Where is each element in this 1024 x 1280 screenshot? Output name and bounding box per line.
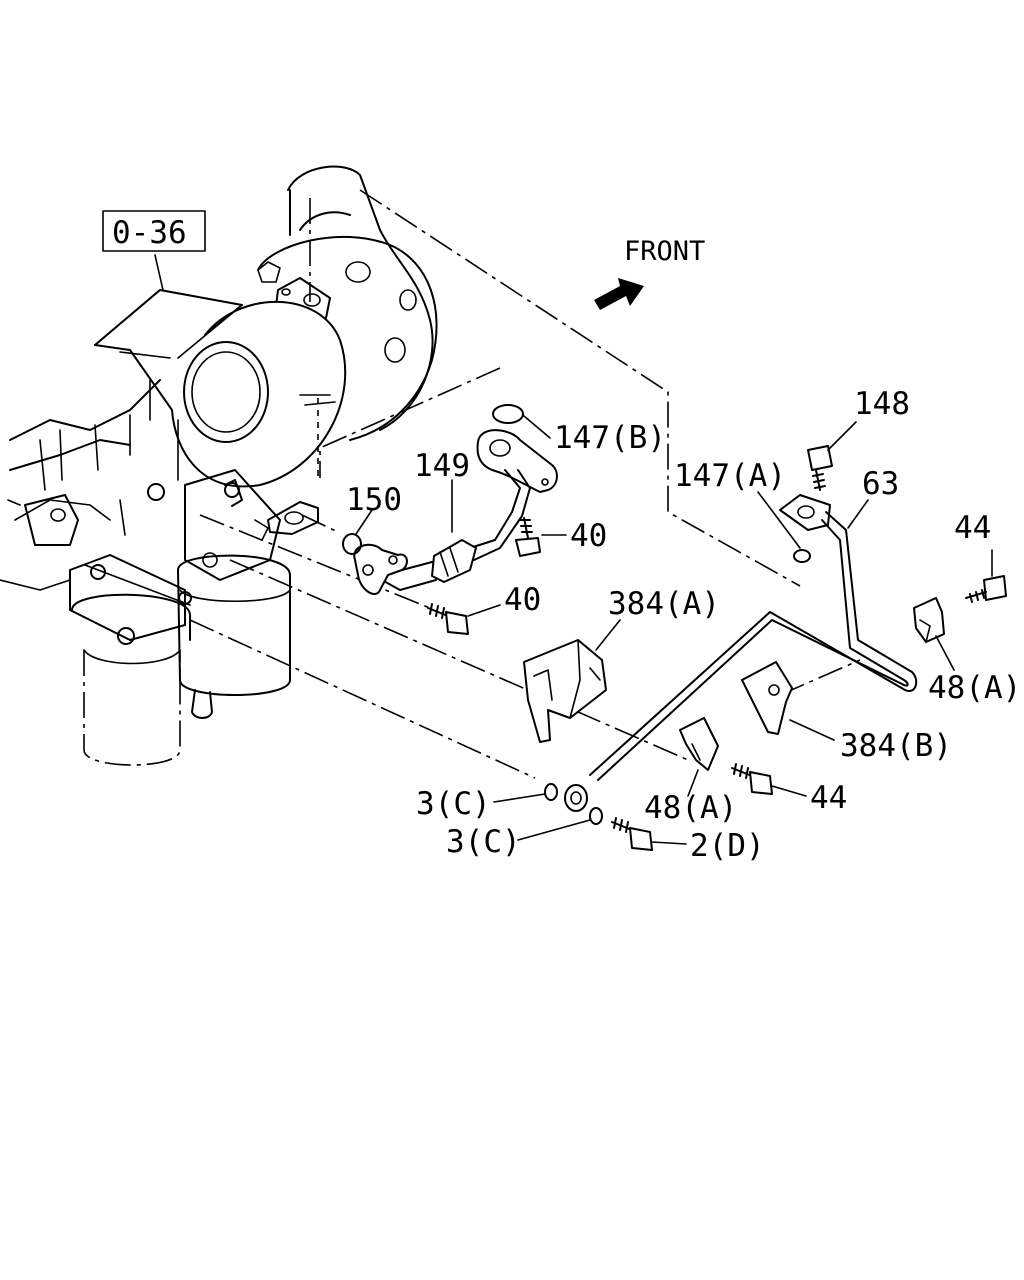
front-arrow-icon bbox=[594, 278, 644, 310]
callout-63: 63 bbox=[862, 466, 899, 502]
engine-block bbox=[0, 379, 179, 591]
bracket-384a[interactable] bbox=[523, 639, 607, 743]
reference-box-label: 0-36 bbox=[112, 215, 187, 251]
bracket-384b[interactable] bbox=[741, 661, 793, 735]
bolt-148[interactable] bbox=[807, 445, 833, 491]
clamp-48a-lower[interactable] bbox=[679, 717, 719, 771]
callout-2d: 2(D) bbox=[690, 828, 765, 864]
washer-3c-upper[interactable] bbox=[544, 783, 558, 801]
callout-40-lower: 40 bbox=[504, 582, 541, 618]
callout-labels: 148 147(B) 147(A) 149 150 63 44 40 40 38… bbox=[346, 386, 1021, 864]
oil-pipe-63[interactable] bbox=[564, 494, 918, 812]
callout-150: 150 bbox=[346, 482, 402, 518]
callout-48a-lower: 48(A) bbox=[644, 790, 737, 826]
callout-3c-upper: 3(C) bbox=[416, 786, 491, 822]
o-ring-147b[interactable] bbox=[492, 404, 524, 424]
bolt-44-lower[interactable] bbox=[731, 763, 773, 795]
oil-filter-assembly bbox=[69, 469, 291, 766]
bolt-40-lower[interactable] bbox=[427, 603, 469, 635]
callout-44-top: 44 bbox=[954, 510, 991, 546]
o-ring-147a[interactable] bbox=[793, 549, 811, 563]
turbocharger bbox=[94, 165, 438, 488]
o-ring-150[interactable] bbox=[342, 533, 362, 555]
gasket bbox=[267, 501, 319, 535]
assembly-leader-lines bbox=[189, 189, 861, 779]
callout-148: 148 bbox=[854, 386, 910, 422]
eye-bolt-2d[interactable] bbox=[611, 817, 653, 851]
washer-3c-lower[interactable] bbox=[589, 807, 603, 825]
callout-48a-right: 48(A) bbox=[928, 670, 1021, 706]
callout-40-upper: 40 bbox=[570, 518, 607, 554]
oil-pipe-149[interactable] bbox=[353, 429, 558, 595]
bolt-44-top[interactable] bbox=[965, 575, 1007, 603]
front-label: FRONT bbox=[624, 236, 705, 267]
callout-149: 149 bbox=[414, 448, 470, 484]
callout-384a: 384(A) bbox=[608, 586, 720, 622]
bolt-40-upper[interactable] bbox=[515, 517, 541, 557]
callout-147b: 147(B) bbox=[554, 420, 666, 456]
clamp-48a-right[interactable] bbox=[913, 597, 945, 643]
callout-384b: 384(B) bbox=[840, 728, 952, 764]
callout-147a: 147(A) bbox=[674, 458, 786, 494]
callout-3c-lower: 3(C) bbox=[446, 824, 521, 860]
callout-44-lower: 44 bbox=[810, 780, 847, 816]
reference-box[interactable]: 0-36 bbox=[98, 206, 210, 256]
